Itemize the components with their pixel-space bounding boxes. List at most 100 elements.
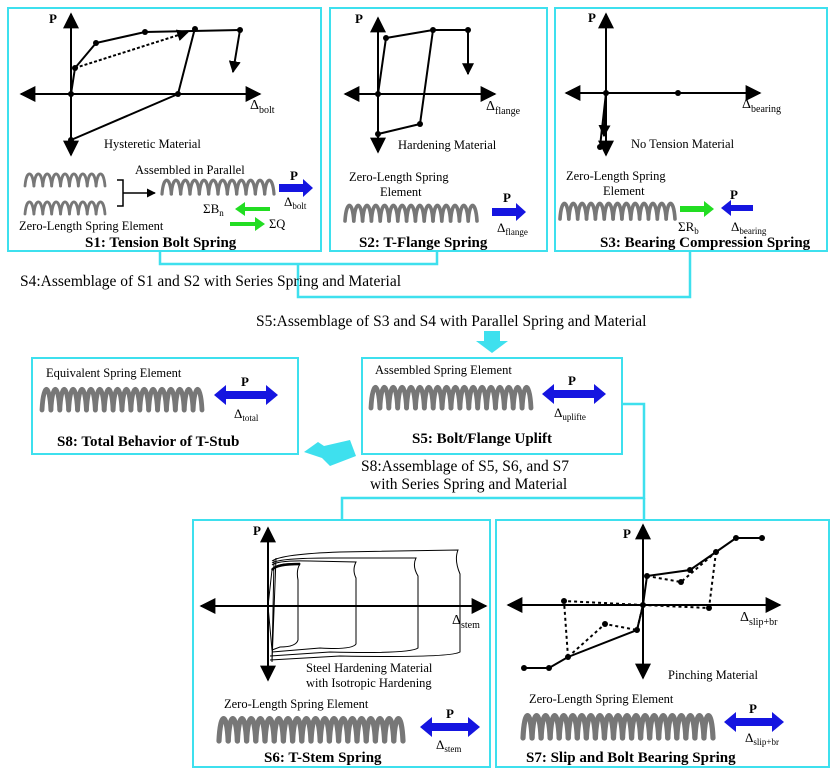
s3-spring — [558, 201, 677, 221]
s2-plot: P Δflange — [343, 11, 521, 154]
s1-element-label: Zero-Length Spring Element — [19, 219, 164, 233]
spring-coil — [41, 200, 54, 216]
spring-coil — [76, 200, 89, 216]
spring-coil — [519, 384, 534, 411]
s1-caption: S1: Tension Bolt Spring — [85, 235, 237, 251]
s7-spring — [520, 713, 716, 741]
spring-coil — [466, 203, 479, 223]
spring-coil — [50, 200, 62, 216]
spring-coil — [50, 172, 62, 188]
s8-arrow-p-label: P — [241, 374, 249, 389]
spring-coil — [664, 201, 677, 221]
spring-coil — [85, 200, 98, 216]
s7-element-label: Zero-Length Spring Element — [529, 692, 674, 706]
panel-s8 — [31, 357, 299, 455]
spring-coil — [391, 716, 406, 744]
s5-double-arrow — [542, 384, 606, 404]
s6-arrow-delta-label: Δstem — [436, 737, 461, 754]
s1-blue-arrow — [279, 179, 313, 197]
panel-s7 — [495, 519, 830, 768]
s2-caption: S2: T-Flange Spring — [359, 235, 488, 251]
s1-p-label: P — [49, 11, 57, 26]
s1-parallel-bracket — [117, 179, 155, 207]
assemblage-s4-text: S4:Assemblage of S1 and S2 with Series S… — [20, 273, 401, 290]
connector-s5-from-s3 — [296, 252, 692, 299]
s2-material-label: Hardening Material — [398, 138, 497, 152]
s1-plot: P Δbolt — [19, 11, 275, 157]
s3-plot: P Δbearing — [564, 10, 781, 157]
spring-coil — [190, 386, 205, 413]
panel-s5 — [361, 357, 623, 455]
s7-caption: S7: Slip and Bolt Bearing Spring — [526, 750, 736, 766]
s8-caption: S8: Total Behavior of T-Stub — [57, 434, 239, 450]
s1-sumb-label: ΣBn — [203, 201, 224, 218]
s6-plot: P Δstem — [199, 523, 488, 682]
s6-material-label-1: Steel Hardening Material — [306, 661, 433, 675]
s1-sumq-label: ΣQ — [269, 217, 285, 231]
s5-arrow-delta-label: Δuplifte — [554, 405, 586, 422]
s6-double-arrow — [420, 717, 480, 737]
s7-double-arrow — [724, 712, 784, 732]
s7-arrow-delta-label: Δslip+br — [745, 730, 779, 747]
s3-blue-arrow — [721, 200, 753, 216]
s5-element-label: Assembled Spring Element — [375, 363, 512, 377]
spring-coil — [59, 172, 71, 188]
assemblage-s8-text-1: S8:Assemblage of S5, S6, and S7 — [361, 458, 569, 475]
s2-delta-label: Δflange — [486, 99, 521, 117]
spring-coil — [59, 200, 71, 216]
s2-element-label-2: Element — [380, 185, 422, 199]
s8-arrow-delta-label: Δtotal — [234, 406, 259, 423]
left-arrow-to-s8 — [304, 440, 356, 466]
assemblage-s8-text-2: with Series Spring and Material — [370, 476, 567, 493]
s3-green-arrow — [680, 201, 714, 217]
s6-arrow-p-label: P — [446, 706, 454, 721]
s2-arrow-delta-label: Δflange — [497, 220, 528, 237]
s3-element-label-2: Element — [603, 184, 645, 198]
s6-p-label: P — [253, 523, 261, 538]
s6-spring — [216, 716, 406, 744]
assemblage-s5-text: S5:Assemblage of S3 and S4 with Parallel… — [256, 313, 646, 330]
s3-caption: S3: Bearing Compression Spring — [600, 235, 811, 251]
s1-parallel-label: Assembled in Parallel — [135, 163, 245, 177]
s6-material-label-2: with Isotropic Hardening — [306, 676, 432, 690]
s1-delta-label: Δbolt — [250, 98, 275, 116]
s2-p-label: P — [355, 11, 363, 26]
spring-coil — [94, 200, 107, 216]
s1-material-label: Hysteretic Material — [104, 137, 201, 151]
s6-element-label: Zero-Length Spring Element — [224, 697, 369, 711]
s6-caption: S6: T-Stem Spring — [264, 750, 382, 766]
s1-arrow-p-label: P — [290, 168, 298, 183]
s5-spring — [368, 384, 534, 411]
s5-arrow-p-label: P — [568, 373, 576, 388]
s8-element-label: Equivalent Spring Element — [46, 366, 182, 380]
spring-coil — [23, 200, 36, 216]
s5-caption: S5: Bolt/Flange Uplift — [412, 431, 552, 447]
spring-coil — [85, 172, 98, 188]
s7-plot: P Δslip+br — [506, 523, 782, 680]
s3-p-label: P — [588, 10, 596, 25]
s6-delta-label: Δstem — [452, 613, 480, 631]
s3-arrow-delta-label: Δbearing — [731, 219, 767, 236]
connector-s8-bracket — [340, 402, 646, 520]
s3-delta-label: Δbearing — [742, 97, 781, 115]
connector-s4 — [158, 252, 439, 266]
spring-coil — [76, 172, 89, 188]
s7-delta-label: Δslip+br — [740, 610, 778, 628]
spring-coil — [68, 200, 80, 216]
spring-coil — [263, 178, 276, 196]
s7-arrow-p-label: P — [749, 701, 757, 716]
s3-sumr-label: ΣRb — [678, 219, 699, 236]
down-arrow-to-s5 — [476, 331, 508, 353]
panel-s1 — [7, 7, 322, 252]
s8-double-arrow — [214, 385, 278, 405]
s2-arrow-p-label: P — [503, 190, 511, 205]
s1-arrow-delta-label: Δbolt — [284, 194, 307, 211]
panel-s2 — [329, 7, 548, 252]
spring-coil — [94, 172, 107, 188]
s3-element-label-1: Zero-Length Spring — [566, 169, 666, 183]
spring-coil — [32, 172, 45, 188]
spring-coil — [41, 172, 54, 188]
s2-blue-arrow — [492, 203, 526, 221]
spring-coil — [32, 200, 45, 216]
panel-s3 — [554, 7, 828, 252]
